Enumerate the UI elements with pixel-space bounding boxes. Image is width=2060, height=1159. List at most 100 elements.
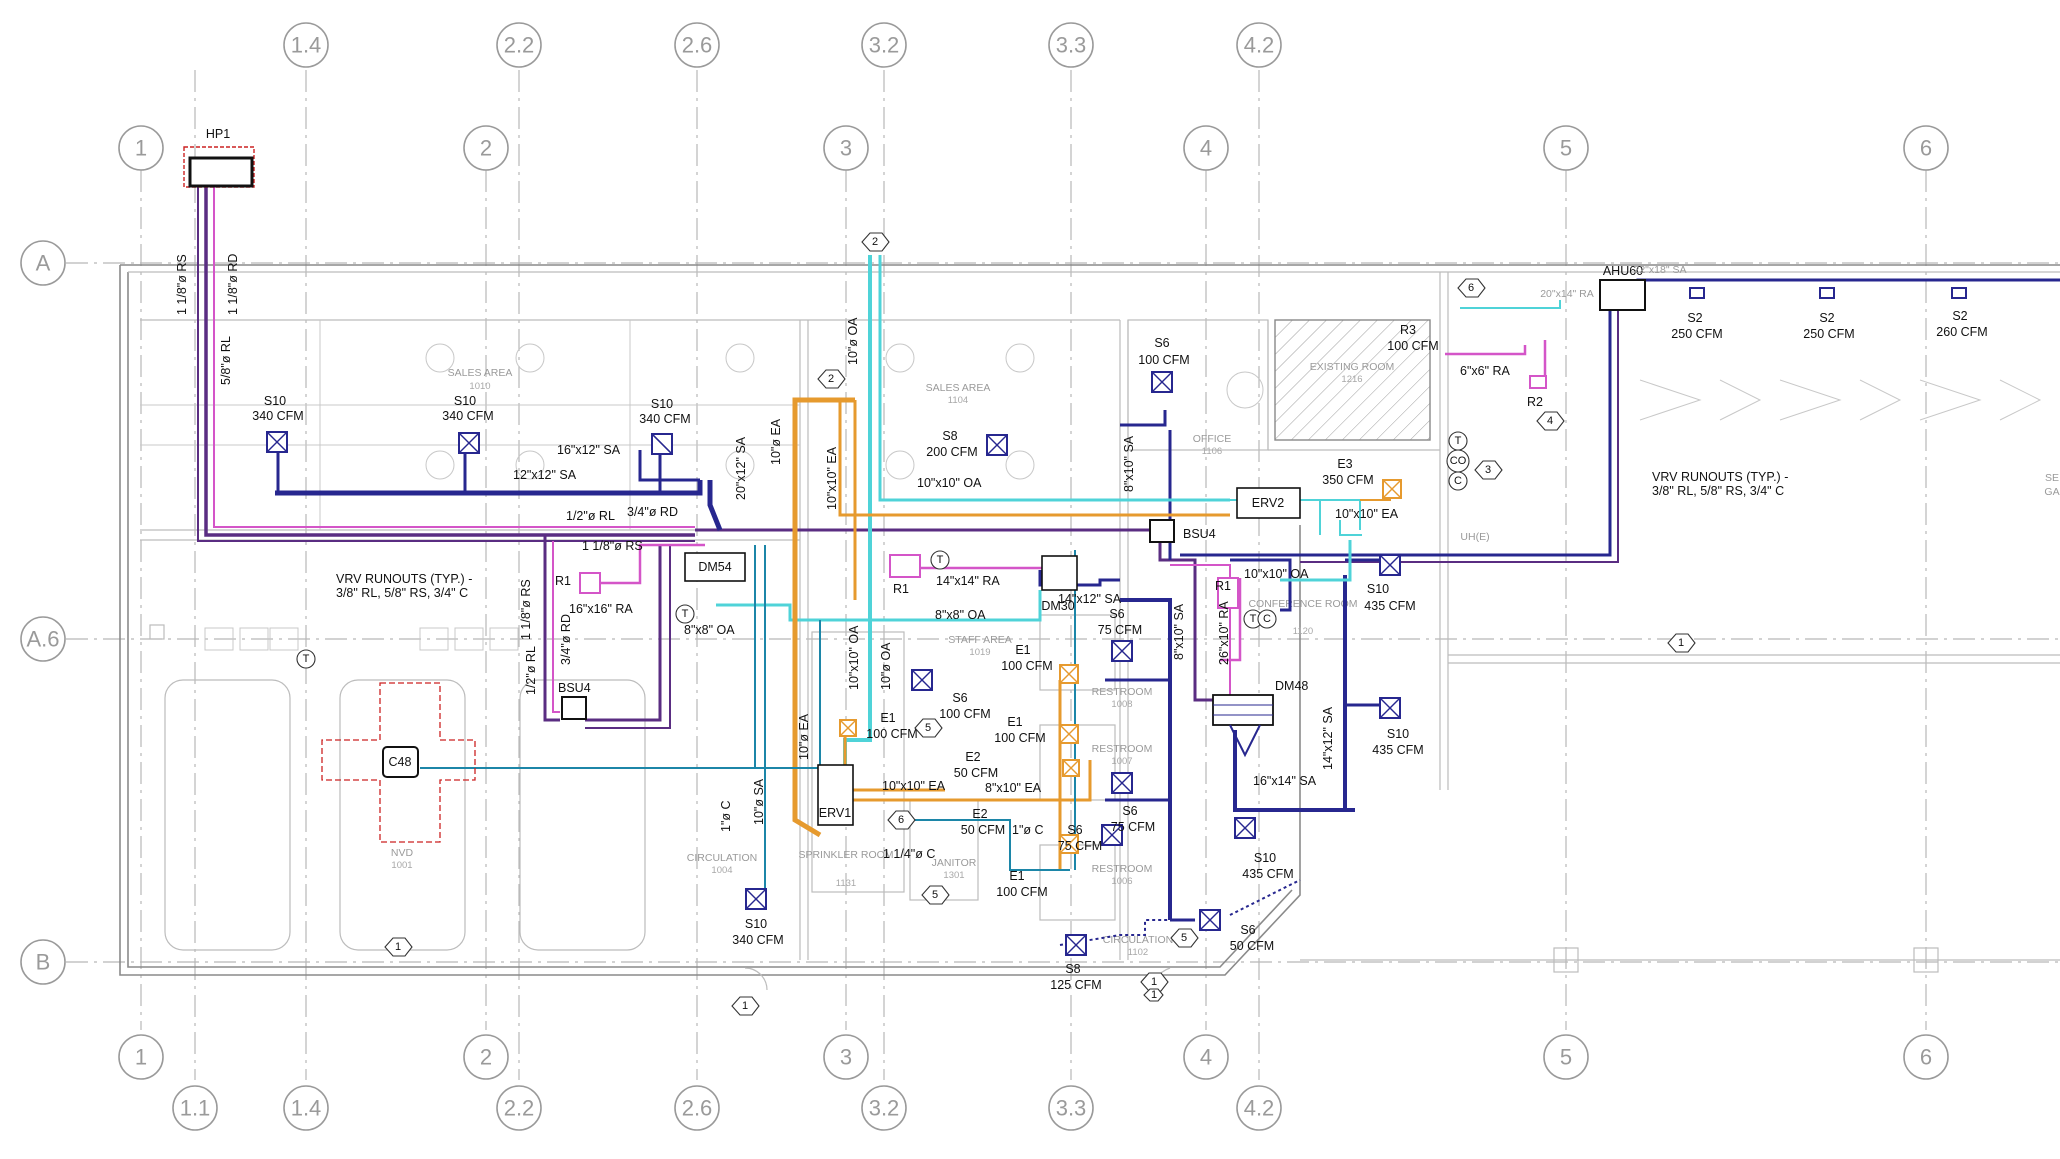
duct-label: 22"x18" SA xyxy=(1634,264,1687,276)
grid-label: 1.1 xyxy=(180,1096,211,1121)
c48-unit: C48 xyxy=(321,682,476,843)
grid-bubble-3-2-top: 3.2 xyxy=(861,22,907,68)
grid-label: A.6 xyxy=(26,627,59,652)
svg-text:1: 1 xyxy=(742,1000,748,1012)
diffuser-tag: E3 xyxy=(1337,457,1352,471)
grid-bubble-3-3-bottom: 3.3 xyxy=(1048,1085,1094,1131)
grid-label: B xyxy=(36,950,51,975)
diffuser-cfm: 100 CFM xyxy=(939,707,990,721)
grid-label: 4 xyxy=(1200,136,1212,161)
diffuser-cfm: 75 CFM xyxy=(1058,839,1102,853)
grid-label: 3.2 xyxy=(869,33,900,58)
grid-label: 1.4 xyxy=(291,33,322,58)
grid-bubble-4-2-bottom: 4.2 xyxy=(1236,1085,1282,1131)
diffuser-tag: S10 xyxy=(1367,582,1389,596)
duct-label: R1 xyxy=(555,574,571,588)
diffuser-tag: S10 xyxy=(1254,851,1276,865)
equipment-label: AHU60 xyxy=(1603,264,1643,278)
equipment-label: DM30 xyxy=(1041,599,1074,613)
duct-label: 10"x10" EA xyxy=(1335,507,1399,521)
cut-off-room-label: GA xyxy=(2044,486,2059,498)
duct-label: R1 xyxy=(893,582,909,596)
grid-bubble-4-bottom: 4 xyxy=(1183,1034,1229,1080)
pipe-label: 1"ø C xyxy=(719,800,733,832)
diffuser-tag: S2 xyxy=(1952,309,1967,323)
building-walls xyxy=(119,264,2060,996)
room-number: 1104 xyxy=(948,395,968,406)
svg-text:1: 1 xyxy=(1678,637,1684,649)
keynote-hexagon: 1 xyxy=(1667,633,1696,653)
equipment-label: C48 xyxy=(389,755,412,769)
diffuser-cfm: 340 CFM xyxy=(732,933,783,947)
room-labels: SALES AREA 1010 SALES AREA 1104 OFFICE 1… xyxy=(391,361,1394,958)
thermostat-marker: T xyxy=(675,604,695,624)
pipe-label: 1/2"ø RL xyxy=(524,646,538,695)
duct-label: 8"x10" SA xyxy=(1172,603,1186,660)
duct-label: 16"x14" SA xyxy=(1253,774,1317,788)
grid-label: 1 xyxy=(135,1045,147,1070)
grid-bubble-5-top: 5 xyxy=(1543,125,1589,171)
duct-label: 8"x8" OA xyxy=(684,623,735,637)
notes: VRV RUNOUTS (TYP.) - 3/8" RL, 5/8" RS, 3… xyxy=(336,470,2060,600)
grid-bubble-a: A xyxy=(20,240,66,286)
diffuser-cfm: 75 CFM xyxy=(1098,623,1142,637)
room-name: OFFICE xyxy=(1193,433,1232,445)
grid-bubbles-bottom-upper: 1 2 3 4 5 6 xyxy=(118,1034,1949,1080)
keynote-hexagon: 4 xyxy=(1536,411,1565,431)
room-number: 1004 xyxy=(711,865,732,876)
duct-label: 14"x14" RA xyxy=(936,574,1000,588)
diffuser-cfm: 50 CFM xyxy=(1230,939,1274,953)
grid-bubble-2-top: 2 xyxy=(463,125,509,171)
diffuser-cfm: 50 CFM xyxy=(954,766,998,780)
diffuser-cfm: 200 CFM xyxy=(926,445,977,459)
diffuser-symbols xyxy=(266,287,1967,956)
room-name: RESTROOM xyxy=(1092,863,1153,875)
svg-text:3: 3 xyxy=(1485,464,1491,476)
diffuser-cfm: 340 CFM xyxy=(442,409,493,423)
diffuser-cfm: 100 CFM xyxy=(994,731,1045,745)
vrv-runout-note: VRV RUNOUTS (TYP.) - xyxy=(1652,470,1788,484)
grid-bubbles-rows: A A.6 B xyxy=(20,240,66,985)
diffuser-cfm: 100 CFM xyxy=(1138,353,1189,367)
pipe-label: 1 1/8"ø RD xyxy=(226,254,240,315)
room-name: CIRCULATION xyxy=(1103,934,1173,946)
co-sensor-marker: CO xyxy=(1446,449,1470,473)
pipe-label: 1"ø C xyxy=(1012,823,1044,837)
diffuser-tag: S10 xyxy=(1387,727,1409,741)
duct-label: 10"x10" EA xyxy=(882,779,946,793)
condensate-marker: C xyxy=(1448,471,1468,491)
grid-label: 2.2 xyxy=(504,33,535,58)
dm48-unit: DM48 xyxy=(1212,679,1308,758)
diffuser-tag: S8 xyxy=(942,429,957,443)
diffuser-cfm: 340 CFM xyxy=(639,412,690,426)
diffuser-tag: S6 xyxy=(1109,607,1124,621)
grid-bubble-2-2-bottom: 2.2 xyxy=(496,1085,542,1131)
grid-lines xyxy=(66,70,2060,1080)
duct-label: R1 xyxy=(1215,579,1231,593)
grid-label: 3.3 xyxy=(1056,33,1087,58)
diffuser-tag: E2 xyxy=(965,750,980,764)
diffuser-cfm: 100 CFM xyxy=(1001,659,1052,673)
duct-label: 16"x16" RA xyxy=(569,602,633,616)
diffuser-cfm: 125 CFM xyxy=(1050,978,1101,992)
room-name: SPRINKLER ROOM xyxy=(798,849,893,861)
keynote-hexagon: 2 xyxy=(861,232,890,252)
grid-bubble-2-6-top: 2.6 xyxy=(674,22,720,68)
grid-bubble-6-top: 6 xyxy=(1903,125,1949,171)
diffuser-cfm: 100 CFM xyxy=(866,727,917,741)
room-number: 1216 xyxy=(1341,374,1362,385)
room-name: SALES AREA xyxy=(926,382,991,394)
diffuser-tag: S6 xyxy=(1240,923,1255,937)
grid-label: 1.4 xyxy=(291,1096,322,1121)
diffuser-tag: R3 xyxy=(1400,323,1416,337)
duct-label: 10"ø SA xyxy=(752,778,766,825)
grid-bubble-a-6: A.6 xyxy=(20,616,66,662)
equipment-label: DM48 xyxy=(1275,679,1308,693)
equipment-label: ERV1 xyxy=(819,806,851,820)
svg-text:4: 4 xyxy=(1547,415,1553,427)
grid-label: 2 xyxy=(480,136,492,161)
pipe-label: 1 1/4"ø C xyxy=(883,847,935,861)
equipment-label: BSU4 xyxy=(558,681,591,695)
grid-label: 4.2 xyxy=(1244,33,1275,58)
